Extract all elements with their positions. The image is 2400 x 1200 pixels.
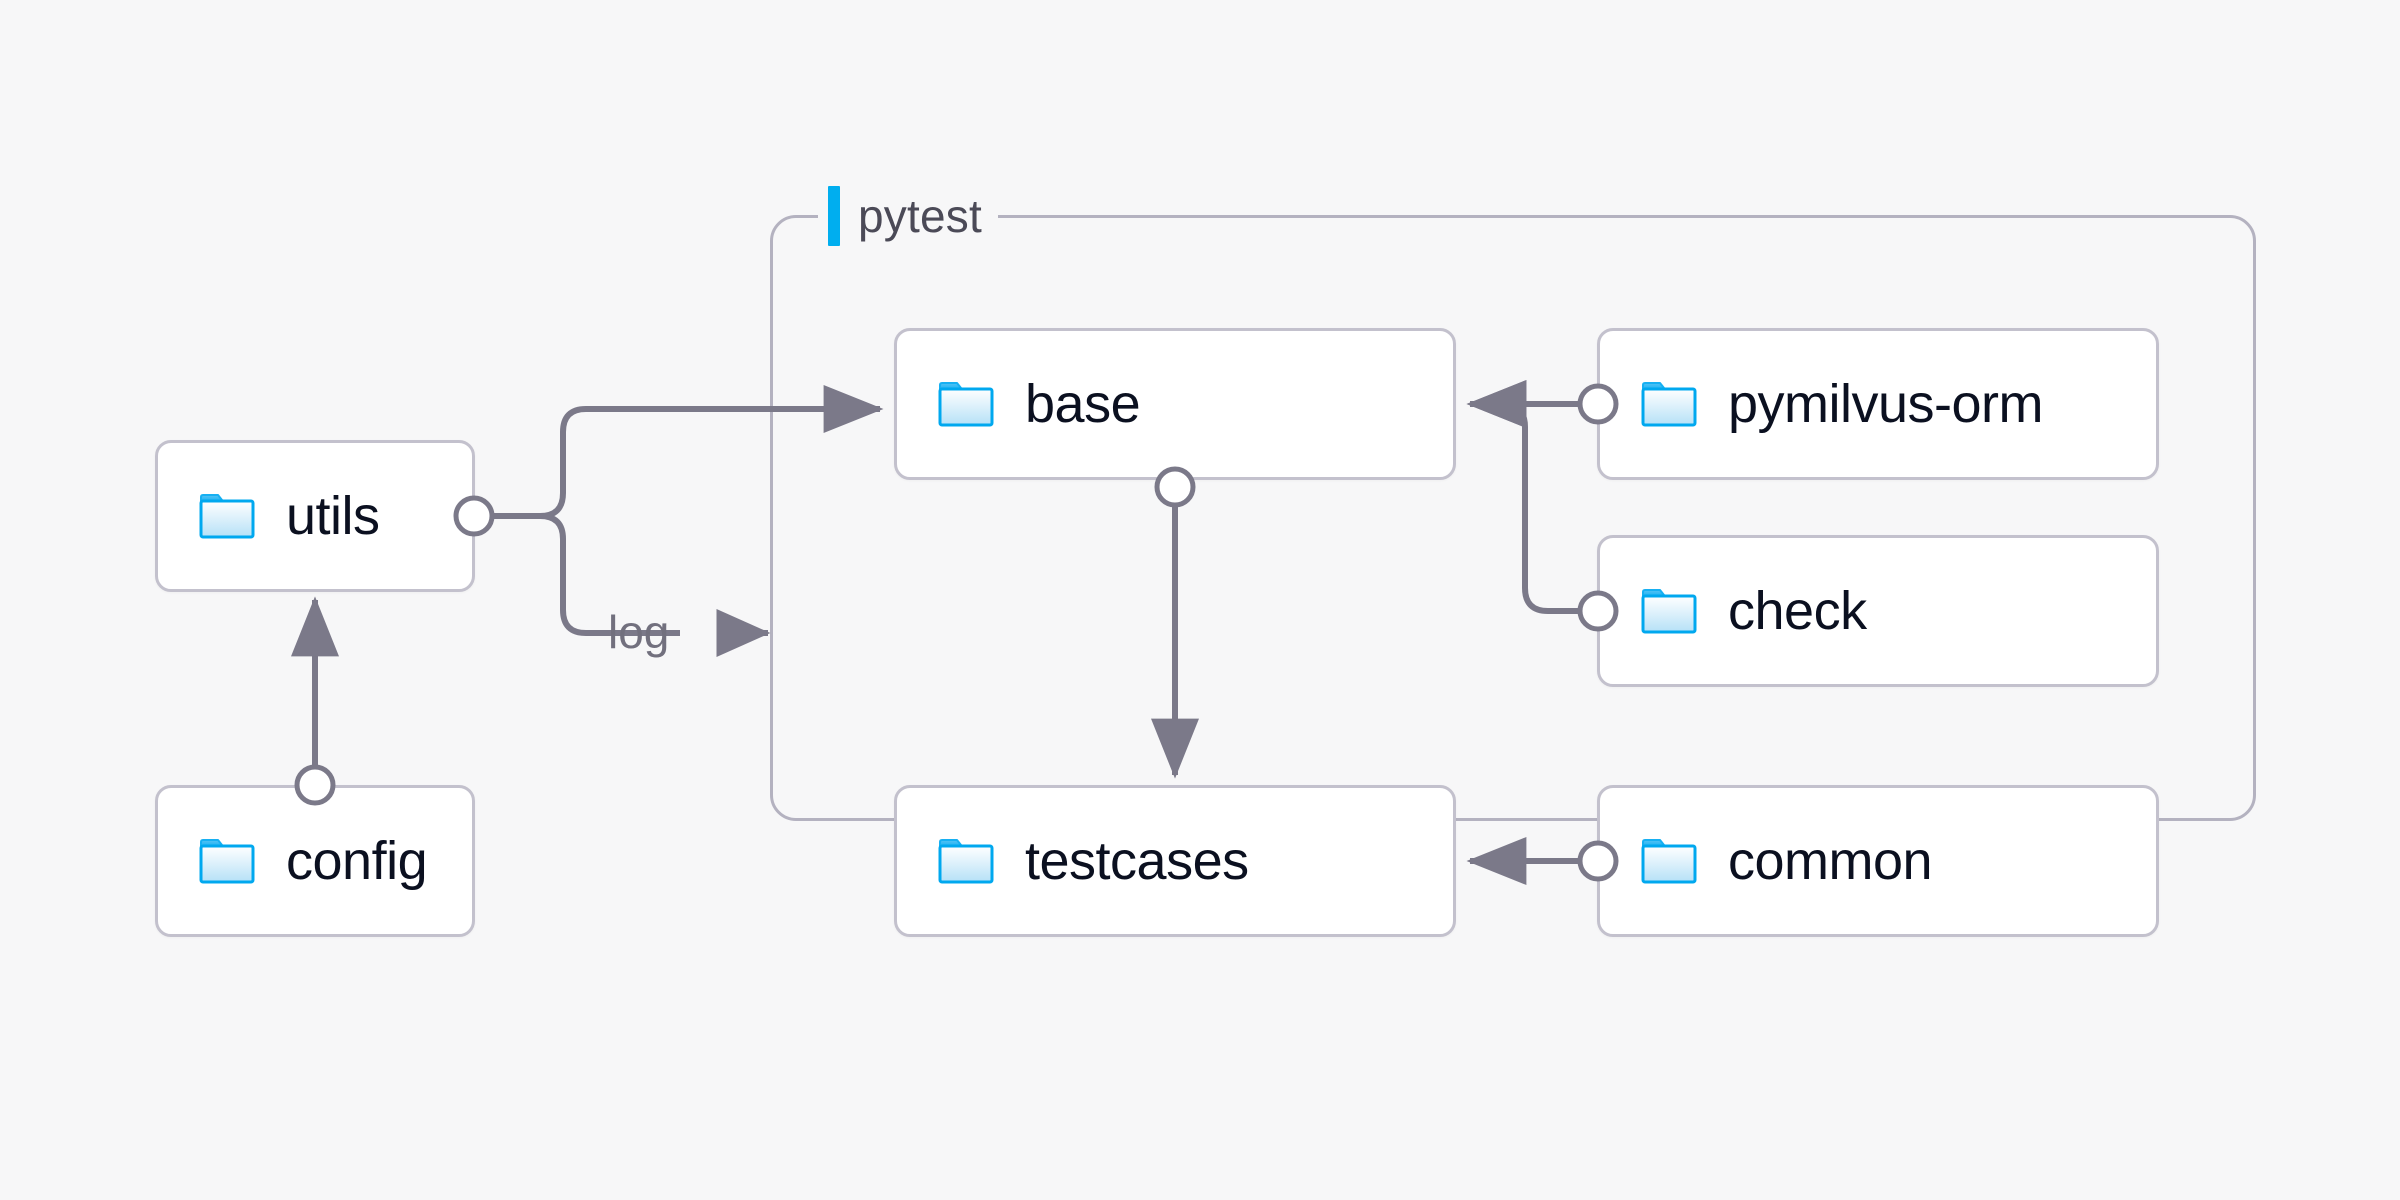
port-config-top[interactable]	[294, 764, 336, 806]
node-config-content: config	[158, 831, 428, 891]
group-accent-bar	[828, 186, 840, 246]
port-base-bottom[interactable]	[1154, 466, 1196, 508]
node-config[interactable]: config	[155, 785, 475, 937]
node-check[interactable]: check	[1597, 535, 2159, 687]
node-base[interactable]: base	[894, 328, 1456, 480]
folder-icon	[1641, 839, 1697, 884]
pytest-group-container	[770, 215, 2256, 821]
pytest-group-label: pytest	[818, 186, 998, 246]
node-label: pymilvus-orm	[1728, 374, 2044, 434]
node-base-content: base	[897, 374, 1141, 434]
node-pymilvus-orm-content: pymilvus-orm	[1600, 374, 2044, 434]
edge-utils-to-base	[539, 385, 884, 519]
node-label: common	[1728, 831, 1933, 891]
node-testcases-content: testcases	[897, 834, 1249, 888]
node-label: base	[1025, 374, 1141, 434]
node-common-content: common	[1600, 831, 1933, 891]
node-label: testcases	[1025, 831, 1249, 891]
node-check-content: check	[1600, 584, 1867, 638]
node-pymilvus-orm[interactable]: pymilvus-orm	[1597, 328, 2159, 480]
node-label: config	[286, 831, 428, 891]
edge-check-to-base	[1466, 380, 1587, 614]
group-title-text: pytest	[858, 190, 982, 242]
folder-icon	[199, 839, 255, 884]
folder-icon	[938, 382, 994, 427]
node-testcases[interactable]: testcases	[894, 785, 1456, 937]
edge-label-log: log	[608, 606, 670, 658]
port-common-left[interactable]	[1577, 840, 1619, 882]
edge-utils-to-log	[539, 513, 680, 636]
node-label: utils	[286, 486, 380, 546]
node-common[interactable]: common	[1597, 785, 2159, 937]
node-utils-content: utils	[158, 489, 380, 543]
port-utils-right[interactable]	[453, 495, 495, 537]
port-check-left[interactable]	[1577, 590, 1619, 632]
folder-icon	[938, 839, 994, 884]
port-pymilvus-orm-left[interactable]	[1577, 383, 1619, 425]
node-label: check	[1728, 581, 1867, 641]
folder-icon	[1641, 589, 1697, 634]
folder-icon	[199, 494, 255, 539]
folder-icon	[1641, 382, 1697, 427]
